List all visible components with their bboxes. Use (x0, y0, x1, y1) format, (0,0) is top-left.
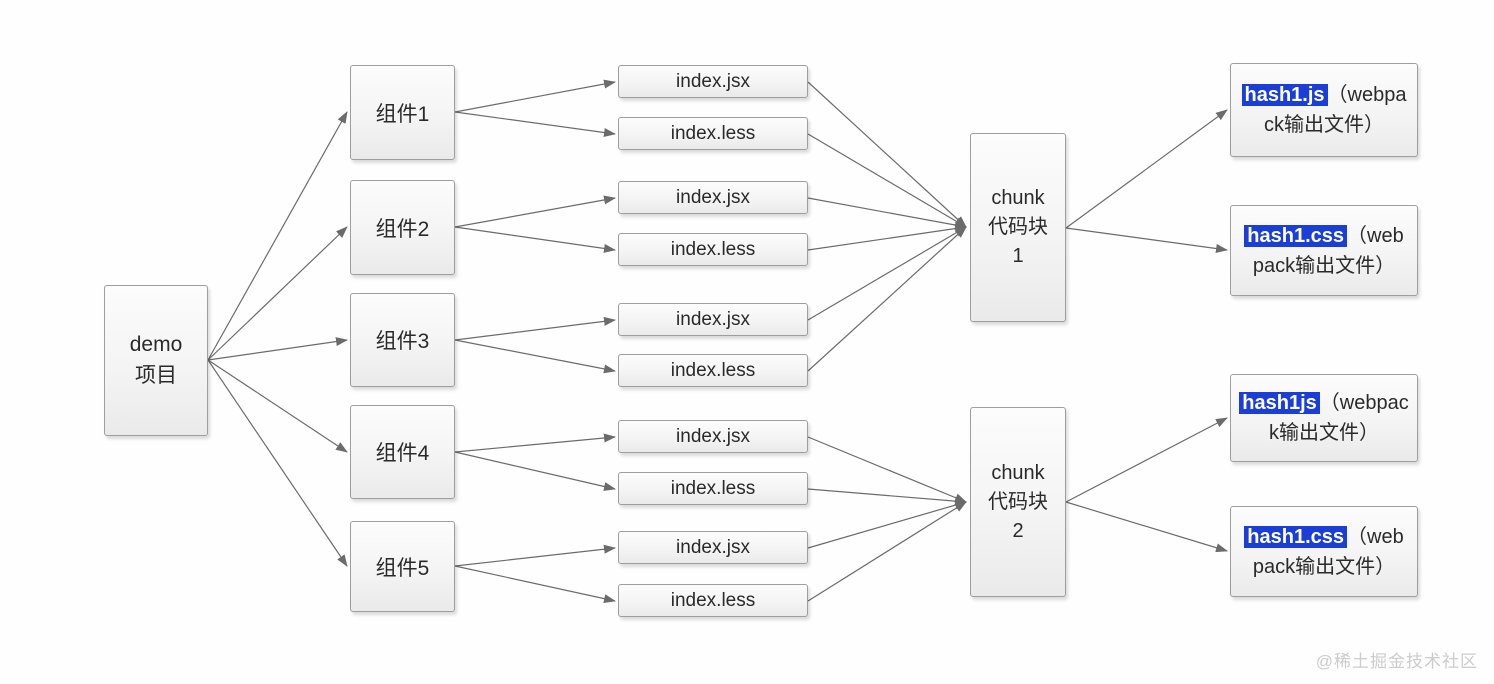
component-label: 组件3 (375, 330, 430, 353)
node-file-jsx-3: index.jsx (618, 303, 808, 336)
node-file-jsx-4: index.jsx (618, 420, 808, 453)
arrow-comp3-to-less3 (454, 339, 616, 374)
arrow-comp2-to-less2 (454, 226, 616, 253)
node-component-1: 组件1 (350, 65, 455, 160)
arrow-jsx5-to-chunk2 (807, 500, 967, 549)
output-file-text: hash1.js（webpack输出文件） (1239, 80, 1409, 140)
output-suffix: （webpack输出文件） (1264, 84, 1407, 136)
output-suffix: （webpack输出文件） (1252, 224, 1404, 277)
node-file-less-3: index.less (618, 354, 808, 387)
component-label: 组件4 (375, 442, 430, 465)
chunk-label-line1: chunk (991, 187, 1045, 209)
arrow-chunk1-to-out2 (1065, 227, 1228, 253)
node-output-js-1: hash1.js（webpack输出文件） (1230, 63, 1418, 157)
arrow-demo-to-comp4 (207, 359, 348, 453)
output-hash-highlight: hash1.css (1244, 224, 1348, 247)
arrow-less2-to-chunk1 (807, 224, 967, 251)
arrow-demo-to-comp3 (207, 337, 348, 361)
chunk-label-line2: 代码块 (988, 216, 1048, 238)
file-label: index.less (670, 359, 756, 381)
node-output-js-2: hash1js（webpack输出文件） (1230, 374, 1418, 462)
arrow-comp2-to-jsx2 (454, 195, 616, 228)
arrow-comp3-to-jsx3 (454, 316, 616, 341)
demo-label-en: demo (129, 333, 183, 357)
arrow-demo-to-comp2 (207, 226, 348, 361)
file-label: index.jsx (676, 425, 750, 447)
node-file-jsx-2: index.jsx (618, 181, 808, 214)
component-label: 组件2 (375, 217, 430, 241)
output-hash-highlight: hash1.js (1241, 84, 1328, 106)
arrow-jsx4-to-chunk2 (807, 436, 967, 503)
node-demo-project: demo 项目 (104, 285, 208, 436)
node-component-4: 组件4 (350, 405, 455, 499)
node-file-less-1: index.less (618, 117, 808, 150)
file-label: index.jsx (676, 536, 750, 558)
demo-label-zh: 项目 (135, 363, 177, 387)
watermark: @稀土掘金技术社区 (1315, 652, 1478, 671)
output-suffix: （webpack输出文件） (1269, 392, 1409, 444)
arrow-comp4-to-jsx4 (454, 433, 616, 453)
arrow-less4-to-chunk2 (807, 488, 967, 506)
node-component-2: 组件2 (350, 180, 455, 275)
node-output-css-1: hash1.css（webpack输出文件） (1230, 205, 1418, 296)
chunk-label-line2: 代码块 (988, 490, 1048, 513)
arrow-chunk2-to-out4 (1065, 501, 1228, 553)
output-suffix: （webpack输出文件） (1252, 525, 1404, 578)
node-file-jsx-5: index.jsx (618, 531, 808, 564)
file-label: index.less (670, 477, 756, 499)
output-file-text: hash1js（webpack输出文件） (1239, 388, 1409, 448)
arrow-chunk2-to-out3 (1065, 417, 1228, 503)
file-label: index.less (670, 589, 756, 611)
arrow-jsx2-to-chunk1 (807, 197, 967, 230)
file-label: index.less (670, 122, 756, 144)
file-label: index.jsx (676, 308, 750, 330)
node-file-less-4: index.less (618, 472, 808, 505)
arrow-comp1-to-jsx1 (454, 79, 616, 113)
output-file-text: hash1.css（webpack输出文件） (1239, 221, 1409, 281)
arrow-jsx1-to-chunk1 (807, 81, 967, 228)
arrow-comp5-to-jsx5 (454, 544, 616, 567)
chunk-label-line3: 1 (1012, 245, 1024, 267)
chunk-label-line1: chunk (991, 461, 1045, 484)
node-component-5: 组件5 (350, 521, 455, 612)
arrow-less3-to-chunk1 (807, 226, 967, 372)
file-label: index.less (670, 238, 756, 260)
arrow-demo-to-comp1 (207, 111, 348, 361)
node-component-3: 组件3 (350, 293, 455, 387)
file-label: index.jsx (676, 186, 750, 208)
arrow-less1-to-chunk1 (807, 133, 967, 228)
file-label: index.jsx (676, 70, 750, 92)
arrow-chunk1-to-out1 (1065, 109, 1228, 229)
node-chunk-2: chunk 代码块 2 (970, 407, 1066, 597)
output-hash-highlight: hash1js (1239, 392, 1320, 414)
component-label: 组件5 (375, 556, 430, 580)
arrow-comp5-to-less5 (454, 565, 616, 604)
node-file-less-5: index.less (618, 584, 808, 617)
chunk-label-line3: 2 (1012, 519, 1024, 542)
arrow-comp1-to-less1 (454, 111, 616, 137)
output-hash-highlight: hash1.css (1244, 525, 1348, 548)
arrow-comp4-to-less4 (454, 451, 616, 491)
component-label: 组件1 (375, 102, 430, 126)
node-output-css-2: hash1.css（webpack输出文件） (1230, 506, 1418, 597)
output-file-text: hash1.css（webpack输出文件） (1239, 522, 1409, 582)
node-chunk-1: chunk 代码块 1 (970, 133, 1066, 322)
arrow-jsx3-to-chunk1 (807, 226, 967, 321)
arrow-demo-to-comp5 (207, 359, 348, 567)
node-file-jsx-1: index.jsx (618, 65, 808, 98)
arrow-less5-to-chunk2 (807, 501, 967, 602)
node-file-less-2: index.less (618, 233, 808, 266)
